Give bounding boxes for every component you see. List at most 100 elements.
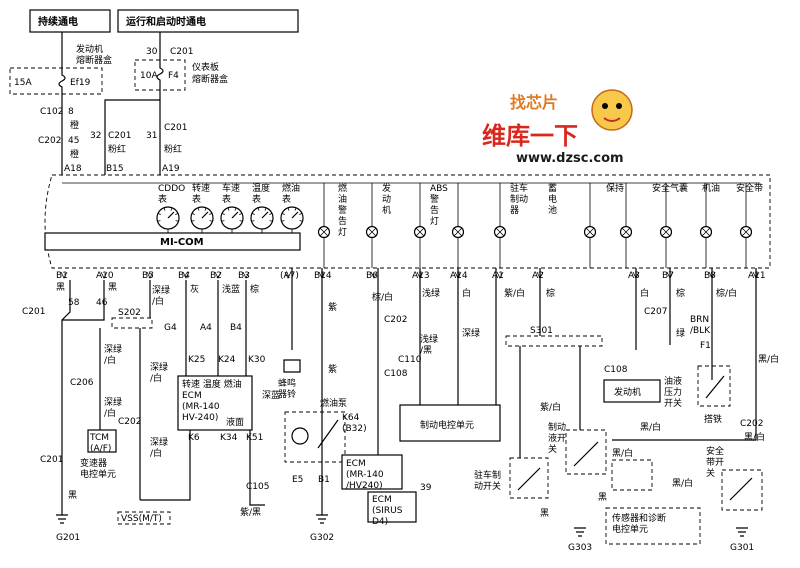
c108-right: C108 <box>604 365 628 375</box>
gauge-label: 车速表 <box>222 182 240 205</box>
gauge-tick <box>299 212 303 215</box>
lamp-bulb-icon <box>413 225 427 239</box>
c201-pin-31: 31 <box>146 131 157 141</box>
deep-green-2: 深绿/白 <box>104 396 122 419</box>
c202-label: C202 <box>38 136 61 146</box>
ecm-sirus-box <box>367 491 417 523</box>
pin-arrow-icon <box>146 271 154 279</box>
engine-fuse-box-label-1: 发动机 <box>76 43 103 55</box>
cluster-pin-label: B2 <box>210 271 222 281</box>
lamp-cross <box>367 227 377 237</box>
cluster-pin-label: A2 <box>532 271 544 281</box>
wire-black-g201 <box>61 280 71 515</box>
mascot-eye-right <box>616 103 622 109</box>
warning-lamp-label: 保持 <box>606 182 624 194</box>
brn-blk-label: BRN/BLK <box>690 315 711 336</box>
gauge-tick <box>281 220 285 222</box>
lamp-bulb-icon <box>619 225 633 239</box>
c108-mid: C108 <box>384 369 408 379</box>
lamp-cross <box>741 227 751 237</box>
c202-lower: C202 <box>118 417 141 427</box>
run-start-box <box>117 9 299 33</box>
cluster-pin-label: A11 <box>748 271 766 281</box>
lamp-cross <box>415 227 425 237</box>
engine-fuse-id: Ef19 <box>70 78 91 88</box>
ecm-gauge-module <box>177 375 253 431</box>
watermark: 找芯片 维库一下 www.dzsc.com <box>482 89 633 166</box>
sensor-module-label: 传感器和诊断电控单元 <box>612 512 666 535</box>
gauge-tick <box>191 220 195 222</box>
pin-arrow-icon <box>60 271 68 279</box>
c102-label: C102 <box>40 107 63 117</box>
gauge-tick <box>204 207 207 211</box>
warning-lamp-label: 燃油警告灯 <box>338 182 347 238</box>
gauge-tick <box>294 207 297 211</box>
cluster-pin-label: B6 <box>366 271 378 281</box>
b6-color: 棕/白 <box>372 291 393 303</box>
cluster-pin-label: B14 <box>314 271 332 281</box>
gauge-tick <box>209 212 213 215</box>
b4-label: B4 <box>230 323 242 333</box>
tower-label: 搭铁 <box>704 413 722 425</box>
sensor-module-box <box>605 507 701 545</box>
parking-switch-box <box>509 457 549 499</box>
black-white-3: 黑/白 <box>640 421 661 433</box>
green-label: 绿 <box>676 327 685 339</box>
lamp-cross <box>661 227 671 237</box>
warning-lamp-label: 驻车制动器 <box>510 182 528 216</box>
gauge-tick <box>221 212 225 215</box>
fuel-pump-box <box>284 411 346 463</box>
brake-fluid-switch-label: 制动液开关 <box>548 421 566 455</box>
ground-symbol-g302 <box>316 514 328 524</box>
cluster-pin-label: B8 <box>704 271 716 281</box>
deep-green-1: 深绿/白 <box>104 343 122 366</box>
c102-pin: 8 <box>68 107 74 117</box>
pin-39: 39 <box>420 483 432 493</box>
mascot-mouth <box>603 117 621 122</box>
gauge-tick <box>163 207 166 211</box>
parking-switch-label: 驻车制动开关 <box>474 469 501 492</box>
lamp-bulb-icon <box>699 225 713 239</box>
black-white-5: 黑/白 <box>672 477 693 489</box>
c201-pin-30: 30 <box>146 47 158 57</box>
c201-left: C201 <box>22 307 45 317</box>
lamp-bulb-icon <box>739 225 753 239</box>
s202-splice <box>111 317 153 329</box>
brake-ecu-wires <box>419 268 497 405</box>
k30-label: K30 <box>248 355 266 365</box>
mascot-icon <box>591 89 633 131</box>
gauge-tick <box>234 207 237 211</box>
gauge-tick <box>239 212 243 215</box>
panel-fuse-box-label-2: 熔断器盒 <box>192 73 228 85</box>
b1-label: B1 <box>318 475 330 485</box>
tcm-unit-label: 变速器电控单元 <box>80 457 116 480</box>
warning-lamp-label: 安全带 <box>736 182 763 194</box>
c207-label: C207 <box>644 307 667 317</box>
c202-mid: C202 <box>384 315 407 325</box>
buzzer-body <box>283 359 301 373</box>
b4-gray: 灰 <box>190 283 199 295</box>
lamp-cross <box>621 227 631 237</box>
a2-color: 棕 <box>546 287 555 299</box>
fuel-gauge-sender <box>291 427 309 445</box>
gauge-needle <box>261 211 269 219</box>
vss-label: VSS(M/T) <box>121 514 162 524</box>
b8-color: 棕/白 <box>716 287 737 299</box>
k6-label: K6 <box>188 433 200 443</box>
brake-ecu-box <box>399 404 501 442</box>
gauge-label: 温度表 <box>252 182 270 205</box>
panel-fuse-box-label-1: 仪表板 <box>192 61 219 73</box>
k64-label: K64(B32) <box>342 413 367 434</box>
tcm-box <box>87 429 117 453</box>
wire-a11 <box>612 268 757 441</box>
lamp-cross <box>495 227 505 237</box>
oil-switch-label: 油液压力开关 <box>664 375 682 409</box>
c201-lower: C201 <box>40 455 63 465</box>
ecm-k64-box <box>341 454 403 490</box>
pin-arrow-icon <box>182 271 190 279</box>
cluster-pin-label: (A7) <box>280 271 299 281</box>
